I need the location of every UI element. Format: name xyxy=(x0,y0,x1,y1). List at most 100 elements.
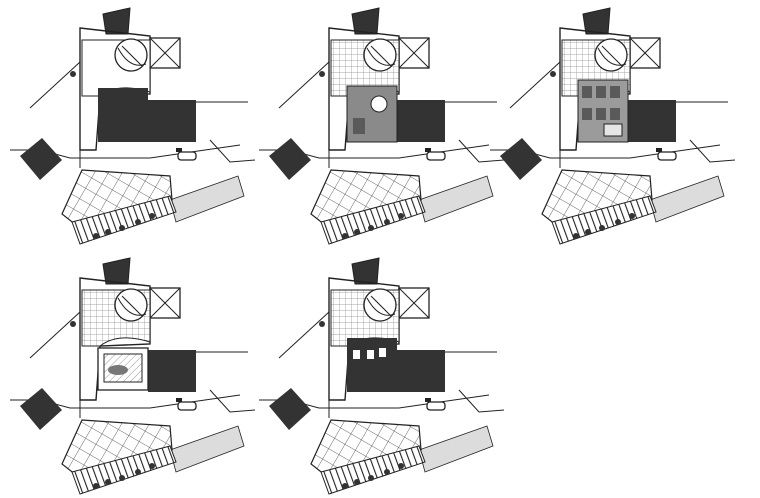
striped-walkway xyxy=(71,195,177,245)
striped-walkway xyxy=(551,195,657,245)
tree-dot xyxy=(105,229,111,235)
tree-dot xyxy=(319,71,325,77)
tree-dot xyxy=(384,469,390,475)
tree-dot xyxy=(550,71,556,77)
tree-dot xyxy=(573,233,579,239)
round-room-line xyxy=(121,45,143,67)
car xyxy=(177,401,197,411)
paving-strip xyxy=(169,175,245,223)
round-room-arc xyxy=(366,47,396,66)
stair-core xyxy=(370,95,388,113)
open-court-cross xyxy=(149,37,181,69)
round-room-arc xyxy=(117,47,147,66)
tree-dot xyxy=(119,225,125,231)
window-opening xyxy=(367,350,374,359)
round-room-line xyxy=(370,45,392,67)
tree-dot xyxy=(384,219,390,225)
access-line xyxy=(278,61,330,109)
central-floor-plan xyxy=(346,85,398,143)
side-block xyxy=(20,138,62,180)
round-room-arc xyxy=(117,297,147,316)
side-block xyxy=(500,138,542,180)
site-plan-2 xyxy=(259,7,505,245)
furniture-block xyxy=(582,108,592,120)
tree-dot xyxy=(93,233,99,239)
open-court-cross xyxy=(149,287,181,319)
paving-strip xyxy=(418,175,494,223)
rooftop-block xyxy=(351,7,380,35)
round-room-line xyxy=(121,295,143,317)
tree-dot xyxy=(70,321,76,327)
tree-dot xyxy=(342,233,348,239)
rooftop-block xyxy=(351,257,380,285)
open-court-cross xyxy=(398,37,430,69)
tree-dot xyxy=(368,225,374,231)
tree-dot xyxy=(342,483,348,489)
road-line xyxy=(209,139,256,163)
service-room xyxy=(353,118,365,134)
detail-mark xyxy=(176,398,182,402)
rooftop-block xyxy=(102,257,131,285)
tree-dot xyxy=(354,479,360,485)
site-plan-1 xyxy=(10,7,256,245)
furniture-block xyxy=(596,86,606,98)
round-room-line xyxy=(601,45,623,67)
tree-dot xyxy=(398,463,404,469)
furniture-block xyxy=(610,86,620,98)
car xyxy=(426,401,446,411)
central-building xyxy=(98,88,148,142)
side-block xyxy=(269,138,311,180)
furniture-block xyxy=(610,108,620,120)
tree-dot xyxy=(70,71,76,77)
tree-dot xyxy=(629,213,635,219)
tree-dot xyxy=(149,463,155,469)
road-line xyxy=(458,389,505,413)
car xyxy=(177,151,197,161)
open-court-cross xyxy=(629,37,661,69)
access-line xyxy=(509,61,561,109)
tree-dot xyxy=(149,213,155,219)
striped-walkway xyxy=(71,445,177,495)
road-line xyxy=(689,139,736,163)
open-court-cross xyxy=(398,287,430,319)
right-building xyxy=(397,350,445,392)
furniture-block xyxy=(596,108,606,120)
tree-dot xyxy=(368,475,374,481)
rooftop-block xyxy=(582,7,611,35)
access-line xyxy=(29,311,81,359)
tree-dot xyxy=(119,475,125,481)
central-building xyxy=(347,338,397,392)
paving-strip xyxy=(169,425,245,473)
round-room-arc xyxy=(597,47,627,66)
detail-mark xyxy=(176,148,182,152)
rooftop-block xyxy=(102,7,131,35)
tree-dot xyxy=(319,321,325,327)
paving-strip xyxy=(418,425,494,473)
paving-strip xyxy=(649,175,725,223)
access-line xyxy=(278,311,330,359)
road-line xyxy=(458,139,505,163)
site-plan-5 xyxy=(259,257,505,495)
interior-furniture xyxy=(108,365,128,375)
detail-mark xyxy=(656,148,662,152)
detail-mark xyxy=(425,148,431,152)
tree-dot xyxy=(93,483,99,489)
car xyxy=(657,151,677,161)
tree-dot xyxy=(599,225,605,231)
window-opening xyxy=(379,348,386,357)
access-line xyxy=(29,61,81,109)
furniture-table xyxy=(603,123,623,137)
striped-walkway xyxy=(320,445,426,495)
tree-dot xyxy=(135,469,141,475)
site-plan-4 xyxy=(10,257,256,495)
site-plan-3 xyxy=(490,7,736,245)
tree-dot xyxy=(354,229,360,235)
right-building xyxy=(148,100,196,142)
right-building xyxy=(397,100,445,142)
round-room-line xyxy=(370,295,392,317)
striped-walkway xyxy=(320,195,426,245)
detail-mark xyxy=(425,398,431,402)
furniture-block xyxy=(582,86,592,98)
